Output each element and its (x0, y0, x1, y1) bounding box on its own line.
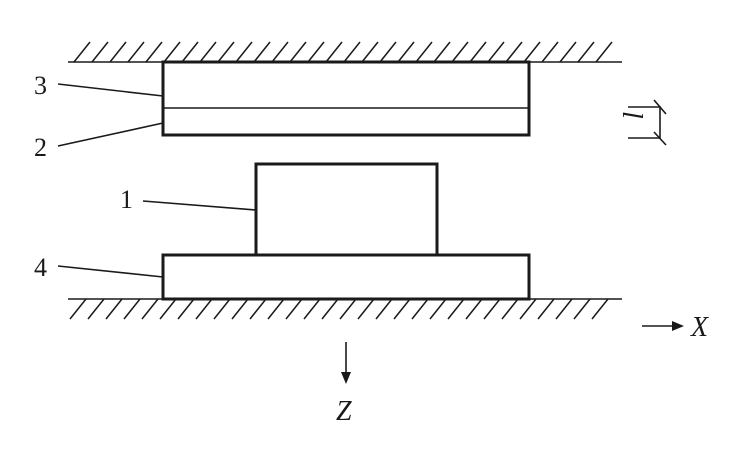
label-part-4: 4 (34, 253, 47, 282)
bottom-hatch-stroke (267, 298, 285, 320)
x-axis-indicator: X (642, 312, 709, 343)
upper-block (161, 60, 531, 137)
label-part-2: 2 (34, 133, 47, 162)
bottom-hatch-stroke (501, 298, 519, 320)
leader-line-3 (57, 83, 164, 97)
dimension-tick-top (653, 99, 667, 115)
top-hatch-stroke (559, 41, 577, 63)
bottom-hatch-stroke (141, 298, 159, 320)
top-hatch-stroke (541, 41, 559, 63)
bottom-hatch-stroke (303, 298, 321, 320)
top-wall-hatching (73, 41, 613, 63)
bottom-hatch-stroke (483, 298, 501, 320)
bottom-hatch-stroke (447, 298, 465, 320)
leader-line-2 (57, 122, 164, 147)
top-hatch-stroke (73, 41, 91, 63)
dimension-bracket (628, 106, 661, 139)
bottom-hatch-stroke (429, 298, 447, 320)
top-hatch-stroke (307, 41, 325, 63)
top-hatch-stroke (523, 41, 541, 63)
bottom-hatch-stroke (213, 298, 231, 320)
upper-block-outline (161, 60, 531, 137)
bottom-hatch-stroke (285, 298, 303, 320)
top-hatch-stroke (595, 41, 613, 63)
base-plate (161, 253, 531, 301)
top-hatch-stroke (451, 41, 469, 63)
top-hatch-stroke (127, 41, 145, 63)
bottom-hatch-stroke (123, 298, 141, 320)
top-hatch-stroke (397, 41, 415, 63)
top-hatch-stroke (379, 41, 397, 63)
bottom-hatch-stroke (411, 298, 429, 320)
top-hatch-stroke (415, 41, 433, 63)
bottom-hatch-stroke (195, 298, 213, 320)
bottom-hatch-stroke (357, 298, 375, 320)
bottom-ground (68, 298, 622, 320)
bottom-hatch-stroke (573, 298, 591, 320)
x-axis-label: X (690, 312, 709, 343)
z-axis-label: Z (336, 396, 352, 427)
top-hatch-stroke (433, 41, 451, 63)
bottom-hatch-stroke (393, 298, 411, 320)
z-axis-indicator: Z (336, 342, 352, 427)
top-hatch-stroke (217, 41, 235, 63)
top-hatch-stroke (577, 41, 595, 63)
top-hatch-stroke (361, 41, 379, 63)
leader-line-1 (142, 200, 257, 211)
top-hatch-stroke (109, 41, 127, 63)
top-hatch-stroke (253, 41, 271, 63)
z-axis-arrow-head (341, 372, 351, 384)
bottom-hatch-stroke (249, 298, 267, 320)
top-wall (68, 41, 622, 63)
bottom-hatch-stroke (591, 298, 609, 320)
leader-line-4 (57, 265, 164, 278)
bottom-hatch-stroke (519, 298, 537, 320)
top-hatch-stroke (145, 41, 163, 63)
label-part-3: 3 (34, 71, 47, 100)
bottom-hatch-stroke (465, 298, 483, 320)
label-part-1: 1 (120, 185, 133, 214)
top-hatch-stroke (505, 41, 523, 63)
top-hatch-stroke (235, 41, 253, 63)
dimension-tick-bottom (653, 131, 667, 146)
top-hatch-stroke (181, 41, 199, 63)
bottom-hatch-stroke (69, 298, 87, 320)
top-hatch-stroke (91, 41, 109, 63)
bottom-hatch-stroke (321, 298, 339, 320)
dimension-l: l (616, 99, 667, 146)
bottom-hatch-stroke (87, 298, 105, 320)
bottom-ground-hatching (69, 298, 609, 320)
top-hatch-stroke (487, 41, 505, 63)
dimension-label: l (616, 111, 647, 119)
bottom-hatch-stroke (339, 298, 357, 320)
top-hatch-stroke (469, 41, 487, 63)
top-hatch-stroke (343, 41, 361, 63)
top-hatch-stroke (199, 41, 217, 63)
bottom-hatch-stroke (231, 298, 249, 320)
bottom-hatch-stroke (105, 298, 123, 320)
bottom-hatch-stroke (375, 298, 393, 320)
top-hatch-stroke (325, 41, 343, 63)
bottom-hatch-stroke (555, 298, 573, 320)
bottom-hatch-stroke (537, 298, 555, 320)
x-axis-arrow-head (672, 321, 684, 331)
top-hatch-stroke (163, 41, 181, 63)
bottom-hatch-stroke (159, 298, 177, 320)
top-hatch-stroke (271, 41, 289, 63)
top-hatch-stroke (289, 41, 307, 63)
specimen-block (254, 162, 439, 257)
bottom-hatch-stroke (177, 298, 195, 320)
